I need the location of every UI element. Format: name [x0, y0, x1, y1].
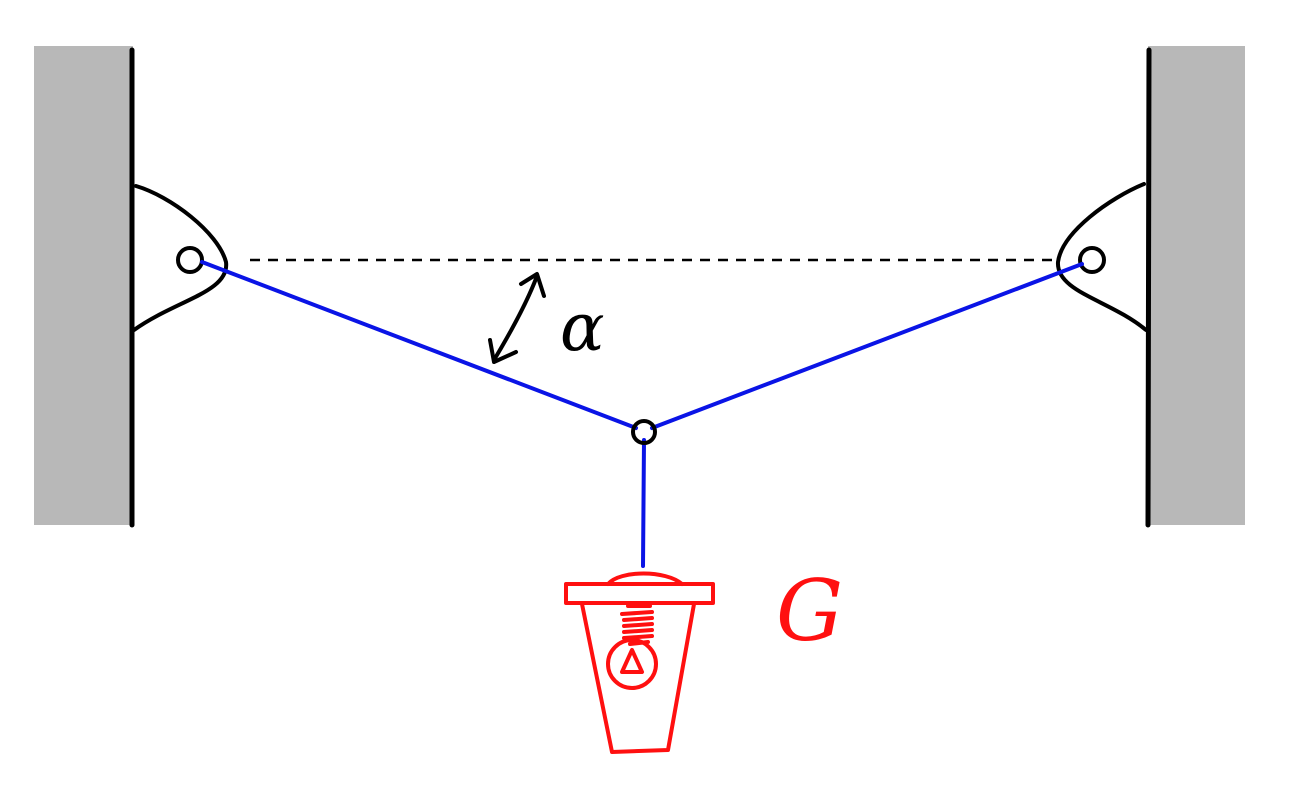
left-pivot-icon	[176, 246, 204, 274]
bulb-icon	[606, 638, 658, 690]
right-cable	[650, 262, 1084, 430]
angle-arrow-shaft	[492, 274, 539, 362]
knot-icon	[631, 419, 657, 445]
angle-arrow-icon	[488, 272, 546, 364]
lamp-spring-icon	[620, 604, 654, 646]
right-pivot-icon	[1078, 246, 1106, 274]
right-bracket-outline	[1055, 182, 1148, 332]
lamp-shade	[580, 602, 696, 754]
left-cable	[200, 260, 638, 430]
angle-arrow-head-top	[519, 272, 546, 298]
bulb-filament	[620, 648, 644, 674]
angle-label: α	[560, 289, 605, 366]
right-wall-fill	[1148, 46, 1245, 525]
angle-arrow-head-bottom	[488, 338, 518, 364]
right-wall-edge	[1145, 47, 1152, 528]
left-bracket-outline	[132, 184, 229, 332]
weight-label: G	[776, 562, 843, 660]
lamp-cap	[606, 571, 684, 586]
lamp-icon	[564, 571, 715, 754]
lamp-crossbar	[564, 582, 715, 605]
right-bracket	[1055, 182, 1148, 332]
cables	[200, 260, 1084, 568]
vertical-cable	[641, 438, 646, 568]
left-wall	[34, 46, 135, 528]
left-bracket	[132, 184, 229, 332]
left-wall-fill	[34, 46, 133, 525]
right-wall	[1145, 46, 1245, 528]
